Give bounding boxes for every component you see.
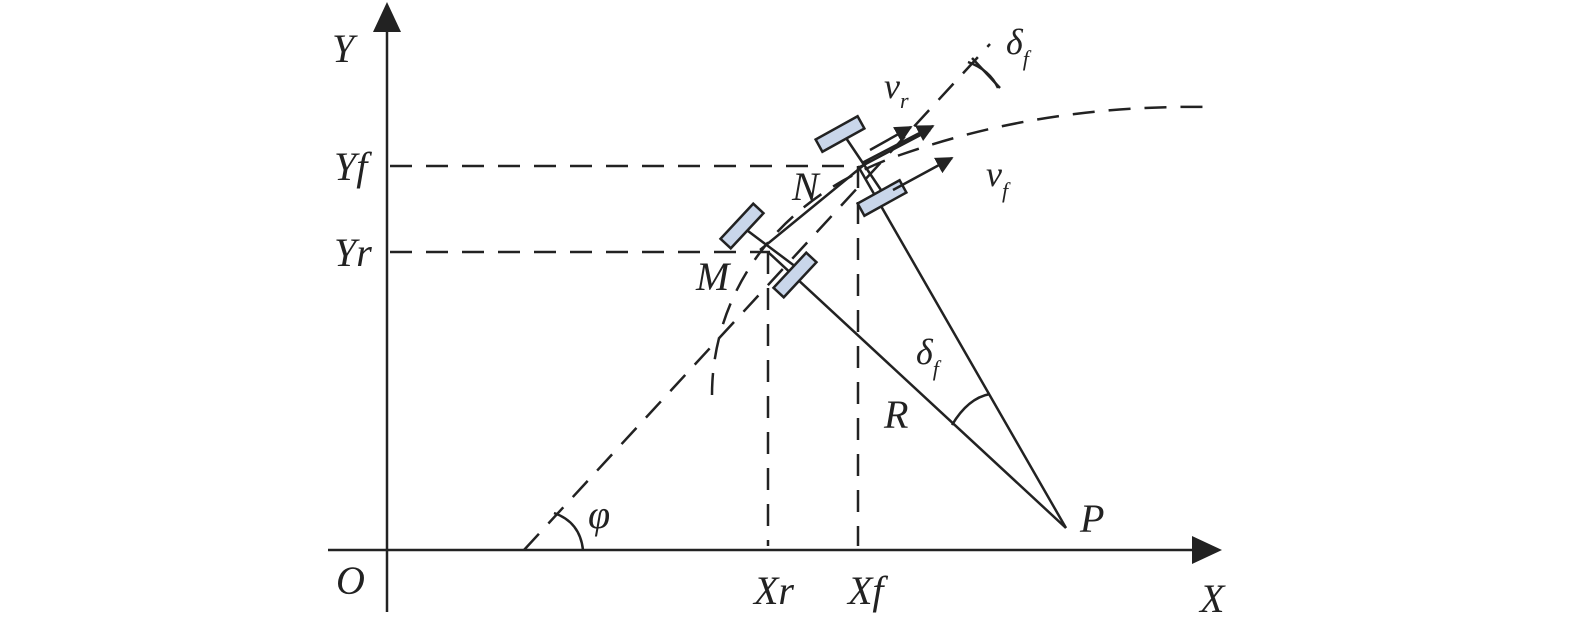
point-p-label: P <box>1079 496 1104 541</box>
yf-tick-label: Yf <box>334 144 372 189</box>
heading-line <box>523 43 991 551</box>
heading-angle-arc <box>553 511 585 551</box>
xr-tick-label: Xr <box>752 568 794 613</box>
point-n-label: N <box>791 164 821 209</box>
radius-label: R <box>883 392 908 437</box>
y-axis-label: Y <box>332 26 358 71</box>
front-velocity-label: vf <box>986 154 1011 203</box>
front-velocity-arrow <box>892 156 954 192</box>
steer-angle-arc-at-p <box>950 392 991 426</box>
rear-axle <box>743 227 801 271</box>
yr-tick-label: Yr <box>334 230 372 275</box>
steer-angle-label-at-p: δf <box>916 332 942 381</box>
x-axis-label: X <box>1198 576 1226 621</box>
front-axle <box>840 131 887 197</box>
xf-tick-label: Xf <box>846 568 888 613</box>
vehicle-body <box>759 159 871 251</box>
rear-radius-line <box>767 251 1067 529</box>
origin-label: O <box>336 558 365 603</box>
rear-left-wheel <box>718 201 766 251</box>
top-steer-angle-arc <box>967 60 1000 89</box>
rear-velocity-label: vr <box>884 66 909 113</box>
x-axis-arrowhead <box>1192 536 1222 564</box>
front-radius-line <box>856 165 1068 529</box>
heading-angle-label: φ <box>588 492 610 537</box>
rear-velocity-arrow-2 <box>869 125 913 152</box>
rear-velocity-arrow <box>861 124 935 165</box>
y-axis-arrowhead <box>373 2 401 32</box>
trajectory-curve <box>710 105 1216 396</box>
front-left-wheel <box>813 114 867 154</box>
top-steer-tick <box>971 57 1001 89</box>
point-m-label: M <box>695 254 732 299</box>
rear-right-wheel <box>771 250 819 300</box>
steer-angle-label-top: δf <box>1006 22 1032 71</box>
